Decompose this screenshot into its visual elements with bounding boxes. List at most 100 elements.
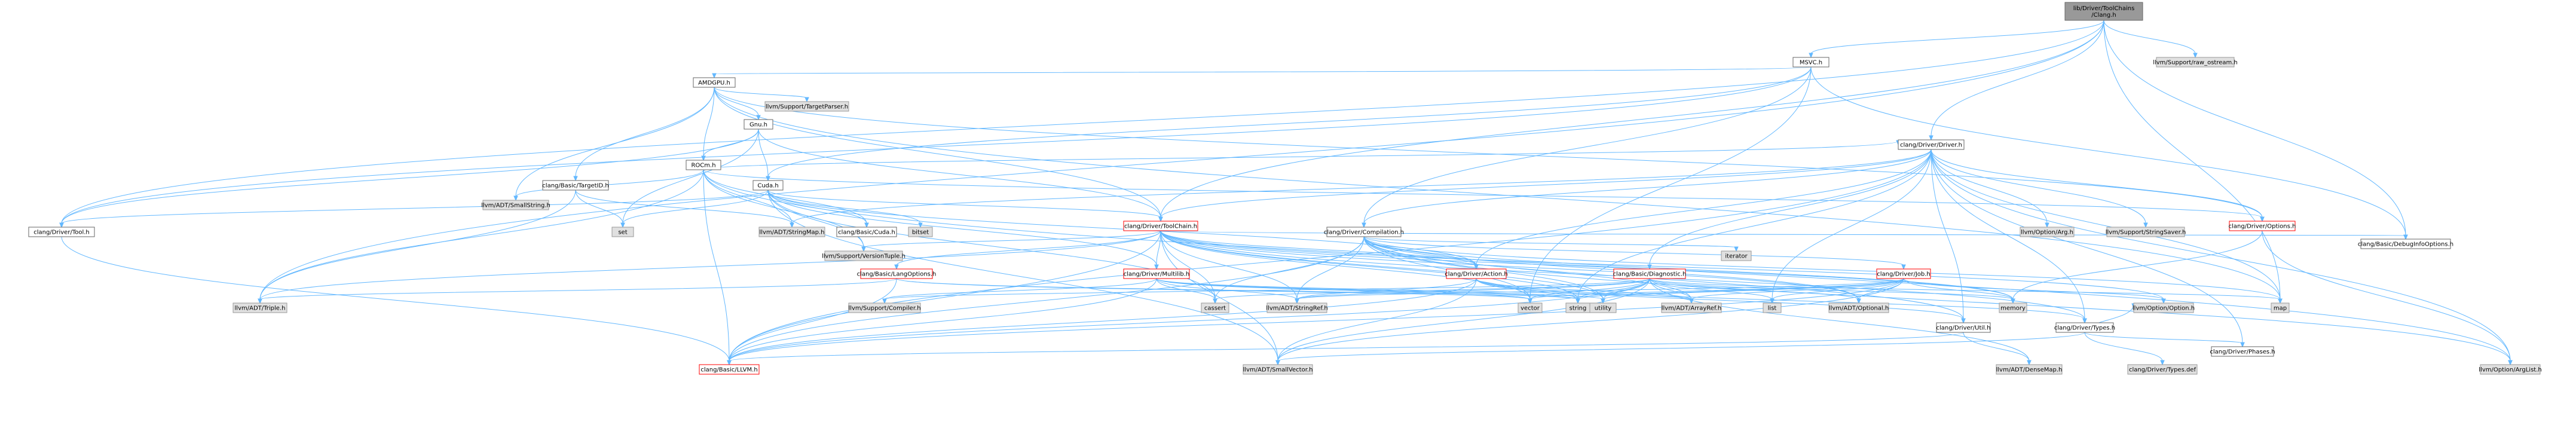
edge-rocm-to-basiccuda xyxy=(703,169,867,224)
node-label: memory xyxy=(2000,305,2026,312)
node-smallvector: llvm/ADT/SmallVector.h xyxy=(1243,364,1313,375)
arrowhead-toolchain-to-multilib xyxy=(1154,264,1159,270)
edge-diagnostic-to-compiler xyxy=(884,278,1650,300)
edge-rocm-to-triple xyxy=(259,169,704,300)
edge-diagnostic-to-stringref xyxy=(1296,278,1650,300)
graph-edges xyxy=(59,20,2513,366)
edge-multilib-to-utility xyxy=(1156,278,1604,300)
node-action[interactable]: clang/Driver/Action.h xyxy=(1445,268,1508,279)
node-gnu[interactable]: Gnu.h xyxy=(744,119,773,130)
node-label: llvm/ADT/Triple.h xyxy=(235,305,286,312)
node-tool[interactable]: clang/Driver/Tool.h xyxy=(28,227,95,237)
node-types[interactable]: clang/Driver/Types.h xyxy=(2054,322,2115,333)
arrowhead-job-to-utility xyxy=(1601,298,1605,304)
node-triple: llvm/ADT/Triple.h xyxy=(232,302,287,313)
node-toolchain[interactable]: clang/Driver/ToolChain.h xyxy=(1123,221,1198,231)
node-arglist: llvm/Option/ArgList.h xyxy=(2479,364,2542,375)
edge-compilation-to-memory xyxy=(1363,236,2014,300)
edge-toolchain-to-cassert xyxy=(1160,230,1216,300)
arrowhead-driver-to-toolchain xyxy=(1158,216,1163,222)
node-cassert: cassert xyxy=(1201,302,1229,313)
node-box xyxy=(611,227,634,237)
node-box xyxy=(699,364,760,375)
edge-root-to-msvc xyxy=(1810,20,2104,54)
node-job[interactable]: clang/Driver/Job.h xyxy=(1876,268,1931,279)
arrowhead-diagnostic-to-compiler xyxy=(882,298,887,304)
edge-job-to-llvmh xyxy=(729,278,1904,362)
node-driver[interactable]: clang/Driver/Driver.h xyxy=(1898,139,1965,150)
arrowhead-job-to-vector xyxy=(1528,298,1532,304)
arrowhead-gnu-to-cuda xyxy=(766,176,770,182)
node-box xyxy=(2064,2,2143,21)
edge-driver-to-options xyxy=(1931,149,2263,218)
node-amdgpu[interactable]: AMDGPU.h xyxy=(693,77,736,88)
arrowhead-amdgpu-to-gnu xyxy=(756,115,761,121)
edge-amdgpu-to-map xyxy=(714,87,2281,300)
node-compilation[interactable]: clang/Driver/Compilation.h xyxy=(1324,227,1404,237)
node-label: llvm/ADT/SmallString.h xyxy=(481,203,550,209)
node-rocm[interactable]: ROCm.h xyxy=(686,160,721,170)
edge-cuda-to-versiontuple xyxy=(767,189,864,248)
node-util[interactable]: clang/Driver/Util.h xyxy=(1936,322,1991,333)
arrowhead-util-to-llvmh xyxy=(727,360,732,366)
edge-job-to-arrayref xyxy=(1691,278,1904,300)
node-box xyxy=(28,227,95,237)
edge-job-to-smallvector xyxy=(1277,278,1904,362)
edge-toolchain-to-utility xyxy=(1160,230,1604,300)
node-label: clang/Driver/Util.h xyxy=(1936,325,1991,332)
node-label: clang/Driver/Types.h xyxy=(2054,325,2115,332)
edge-root-to-toolchain xyxy=(1160,20,2104,218)
node-langoptions[interactable]: clang/Basic/LangOptions.h xyxy=(857,268,937,279)
edge-driver-to-phases xyxy=(1931,149,2243,344)
edge-langoptions-to-llvmh xyxy=(729,278,897,362)
edge-amdgpu-to-gnu xyxy=(714,87,759,117)
edge-toolchain-to-smallvector xyxy=(1160,230,1278,362)
node-options[interactable]: clang/Driver/Options.h xyxy=(2229,221,2296,231)
node-box xyxy=(1876,268,1931,279)
edge-toolchain-to-debuginfo xyxy=(1160,230,2406,236)
node-multilib[interactable]: clang/Driver/Multilib.h xyxy=(1123,268,1190,279)
edge-types-to-typesdef xyxy=(2084,332,2163,362)
edge-rocm-to-stringmap xyxy=(703,169,793,224)
node-label: llvm/ADT/StringMap.h xyxy=(759,230,824,236)
edge-util-to-densemap xyxy=(1963,332,2030,362)
node-label: string xyxy=(1570,305,1587,312)
node-diagnostic[interactable]: clang/Basic/Diagnostic.h xyxy=(1613,268,1687,279)
edge-compilation-to-arglist xyxy=(1363,236,2511,362)
node-smallstring: llvm/ADT/SmallString.h xyxy=(481,200,550,210)
node-label: llvm/Support/Compiler.h xyxy=(848,305,920,312)
node-box xyxy=(2271,302,2290,313)
node-stringref: llvm/ADT/StringRef.h xyxy=(1266,302,1328,313)
node-targetparser: llvm/Support/TargetParser.h xyxy=(764,101,849,112)
edge-toolchain-to-multilib xyxy=(1156,230,1161,266)
node-box xyxy=(860,268,933,279)
edge-toolchain-to-optoption xyxy=(1160,230,2164,300)
node-label: MSVC.h xyxy=(1800,60,1822,66)
node-box xyxy=(758,227,825,237)
node-phases[interactable]: clang/Driver/Phases.h xyxy=(2210,346,2275,357)
edge-diagnostic-to-llvmh xyxy=(729,278,1650,362)
node-optoption: llvm/Option/Option.h xyxy=(2133,302,2195,313)
node-label: clang/Basic/DebugInfoOptions.h xyxy=(2358,241,2453,248)
edge-job-to-stringref xyxy=(1296,278,1904,300)
edge-msvc-to-debuginfo xyxy=(1810,66,2406,236)
node-cuda[interactable]: Cuda.h xyxy=(752,180,784,191)
arrowhead-util-to-densemap xyxy=(2027,360,2032,366)
node-box xyxy=(1326,227,1402,237)
node-box xyxy=(1123,268,1190,279)
node-llvmh[interactable]: clang/Basic/LLVM.h xyxy=(699,364,760,375)
node-root[interactable]: lib/Driver/ToolChains/Clang.h xyxy=(2064,2,2143,21)
edge-msvc-to-amdgpu xyxy=(714,66,1812,75)
node-label: clang/Driver/Types.def xyxy=(2129,367,2196,374)
edge-msvc-to-vector xyxy=(1529,66,1812,300)
node-msvc[interactable]: MSVC.h xyxy=(1792,57,1829,68)
node-targetid[interactable]: clang/Basic/TargetID.h xyxy=(542,180,609,191)
node-basiccuda[interactable]: clang/Basic/Cuda.h xyxy=(836,227,897,237)
edge-gnu-to-rocm xyxy=(703,129,759,157)
node-debuginfo[interactable]: clang/Basic/DebugInfoOptions.h xyxy=(2358,239,2453,249)
edge-toolchain-to-triple xyxy=(259,230,1161,300)
arrowhead-gnu-to-rocm xyxy=(701,155,706,161)
node-stringmap: llvm/ADT/StringMap.h xyxy=(758,227,825,237)
node-label: llvm/Support/raw_ostream.h xyxy=(2153,60,2238,66)
node-map: map xyxy=(2271,302,2290,313)
